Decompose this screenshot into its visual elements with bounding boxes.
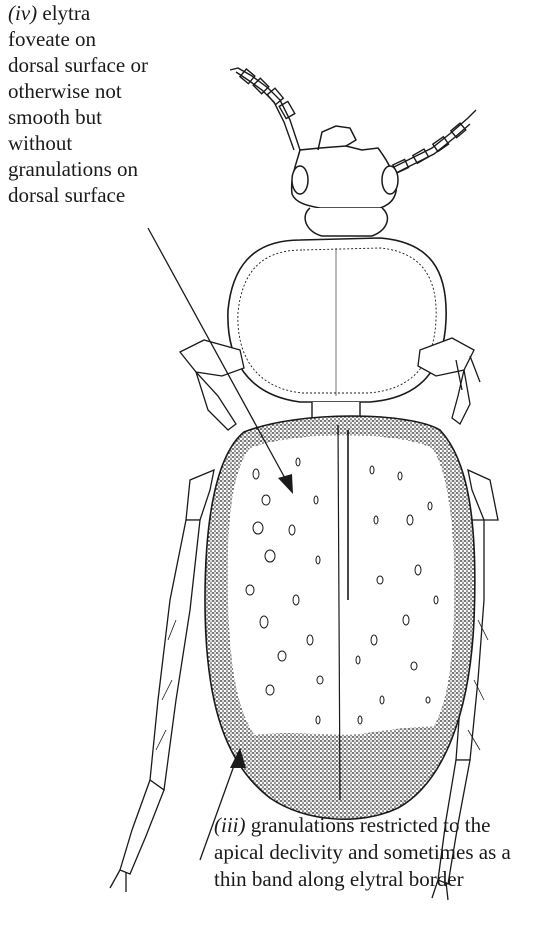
head (292, 126, 398, 236)
callout-iii-line-3: thin band along elytral border (214, 866, 529, 893)
callout-iv-line-1: elytra (42, 1, 90, 25)
callout-iv-line-6: without (8, 130, 248, 156)
callout-iv-line-4: otherwise not (8, 78, 248, 104)
callout-iii-line-2: apical declivity and sometimes as a (214, 839, 529, 866)
callout-iv-numeral: (iv) (8, 1, 37, 25)
callout-iv-line-7: granulations on (8, 156, 248, 182)
callout-iii-numeral: (iii) (214, 813, 246, 837)
elytra (200, 416, 480, 860)
callout-label-iv: (iv) elytra foveate on dorsal surface or… (8, 0, 248, 208)
callout-iii-line-1: granulations restricted to the (251, 813, 491, 837)
pronotum (228, 238, 446, 402)
callout-iv-line-5: smooth but (8, 104, 248, 130)
callout-label-iii: (iii) granulations restricted to the api… (214, 812, 529, 893)
callout-iv-line-8: dorsal surface (8, 182, 248, 208)
callout-iv-line-3: dorsal surface or (8, 52, 248, 78)
callout-iv-line-2: foveate on (8, 26, 248, 52)
